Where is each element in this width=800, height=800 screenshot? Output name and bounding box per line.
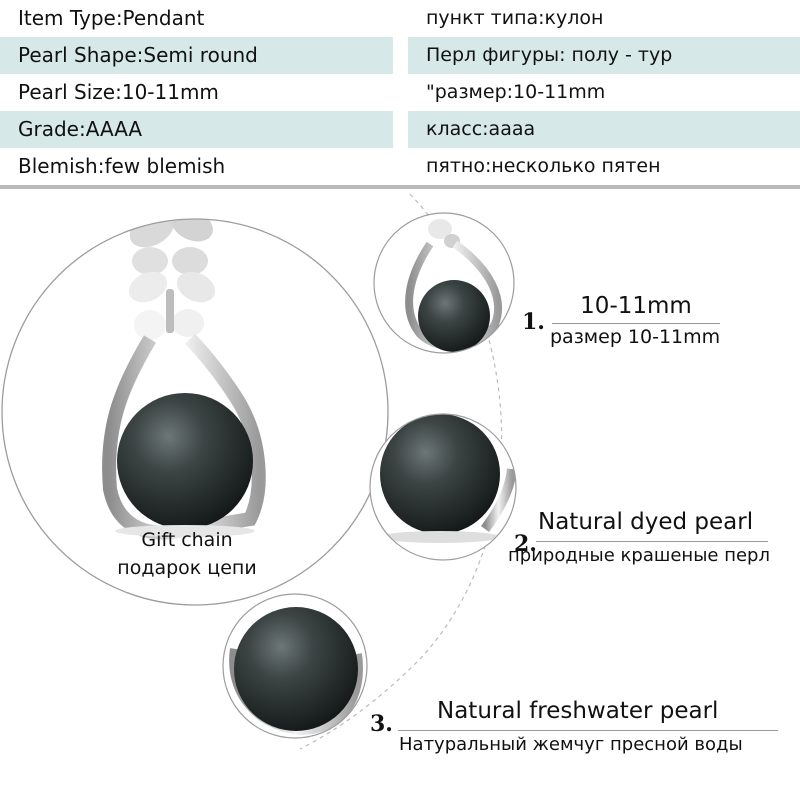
feature-2-title: Natural dyed pearl xyxy=(538,509,754,535)
spec-table: Item Type:Pendant пункт типа:кулон Pearl… xyxy=(0,0,800,189)
detail-circle-size xyxy=(374,213,514,353)
spec-blemish-en: Blemish:few blemish xyxy=(18,154,226,178)
feature-1-underline xyxy=(552,323,720,324)
spec-item-type-ru: пункт типа:кулон xyxy=(426,7,604,29)
feature-1-title: 10-11mm xyxy=(580,293,692,319)
spec-row-blemish: Blemish:few blemish пятно:несколько пяте… xyxy=(0,148,800,185)
gift-chain-en: Gift chain xyxy=(141,529,233,551)
feature-2-underline xyxy=(536,541,768,542)
feature-3-number: 3. xyxy=(370,711,393,737)
gift-chain-caption: Gift chain подарок цепи xyxy=(97,526,277,582)
spec-pearl-size-en: Pearl Size:10-11mm xyxy=(18,80,219,104)
spec-grade-en: Grade:AAAA xyxy=(0,111,393,148)
butterfly-bottom-icon xyxy=(128,271,216,340)
detail-circle-dyed xyxy=(370,414,516,560)
spec-row-pearl-shape: Pearl Shape:Semi round Перл фигуры: полу… xyxy=(0,37,800,74)
product-illustration xyxy=(1,193,517,750)
big-pendant-circle xyxy=(2,219,388,605)
feature-1-subtitle: размер 10-11mm xyxy=(550,326,721,348)
feature-3-subtitle: Натуральный жемчуг пресной воды xyxy=(399,734,743,755)
dashed-guide-arc xyxy=(299,193,503,750)
gift-chain-ru: подарок цепи xyxy=(117,557,257,579)
spec-grade-ru: класс:аааа xyxy=(408,111,800,148)
product-photo-area: Gift chain подарок цепи 1. 10-11mm разме… xyxy=(0,189,800,800)
feature-3-underline xyxy=(398,730,778,731)
spec-row-item-type: Item Type:Pendant пункт типа:кулон xyxy=(0,0,800,37)
table-bottom-rule xyxy=(0,185,800,189)
spec-pearl-shape-en: Pearl Shape:Semi round xyxy=(0,37,393,74)
spec-pearl-size-ru: "размер:10-11mm xyxy=(426,81,606,103)
spec-item-type-en: Item Type:Pendant xyxy=(18,6,205,30)
spec-pearl-shape-ru: Перл фигуры: полу - тур xyxy=(408,37,800,74)
feature-2-number: 2. xyxy=(514,531,537,557)
big-pearl xyxy=(117,393,253,529)
table-column-divider xyxy=(400,0,402,185)
spec-blemish-ru: пятно:несколько пятен xyxy=(426,155,661,177)
feature-2-subtitle: природные крашеные перл xyxy=(508,545,770,566)
feature-3-title: Natural freshwater pearl xyxy=(437,698,719,724)
spec-row-pearl-size: Pearl Size:10-11mm "размер:10-11mm xyxy=(0,74,800,111)
spec-row-grade: Grade:AAAA класс:аааа xyxy=(0,111,800,148)
feature-1-number: 1. xyxy=(522,309,545,335)
detail-circle-freshwater xyxy=(223,594,367,738)
